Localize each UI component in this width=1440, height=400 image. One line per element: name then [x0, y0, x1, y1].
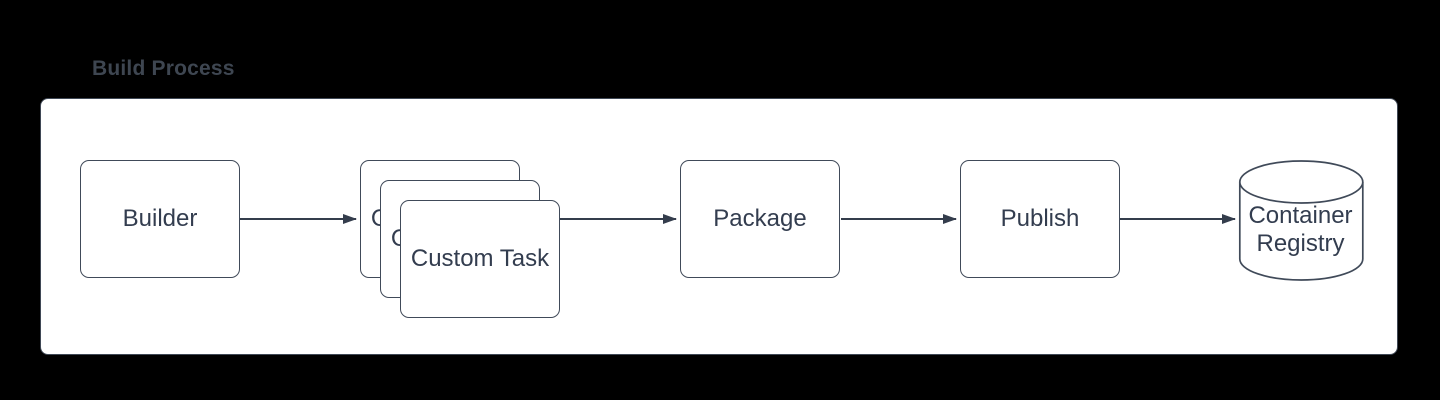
- node-builder-label: Builder: [122, 205, 198, 232]
- node-custom-task[interactable]: Custom Task: [400, 200, 560, 318]
- node-package[interactable]: Package: [680, 160, 840, 278]
- cylinder-top: [1238, 160, 1364, 204]
- node-package-label: Package: [713, 205, 807, 232]
- node-container-registry[interactable]: [1236, 158, 1366, 284]
- node-publish[interactable]: Publish: [960, 160, 1120, 278]
- node-publish-label: Publish: [1000, 205, 1080, 232]
- node-custom-task-label: Custom Task: [410, 245, 550, 272]
- node-container-registry-label: Container Registry: [1248, 202, 1353, 257]
- diagram-title: Build Process: [92, 57, 235, 80]
- node-builder[interactable]: Builder: [80, 160, 240, 278]
- cylinder-body: [1238, 182, 1364, 281]
